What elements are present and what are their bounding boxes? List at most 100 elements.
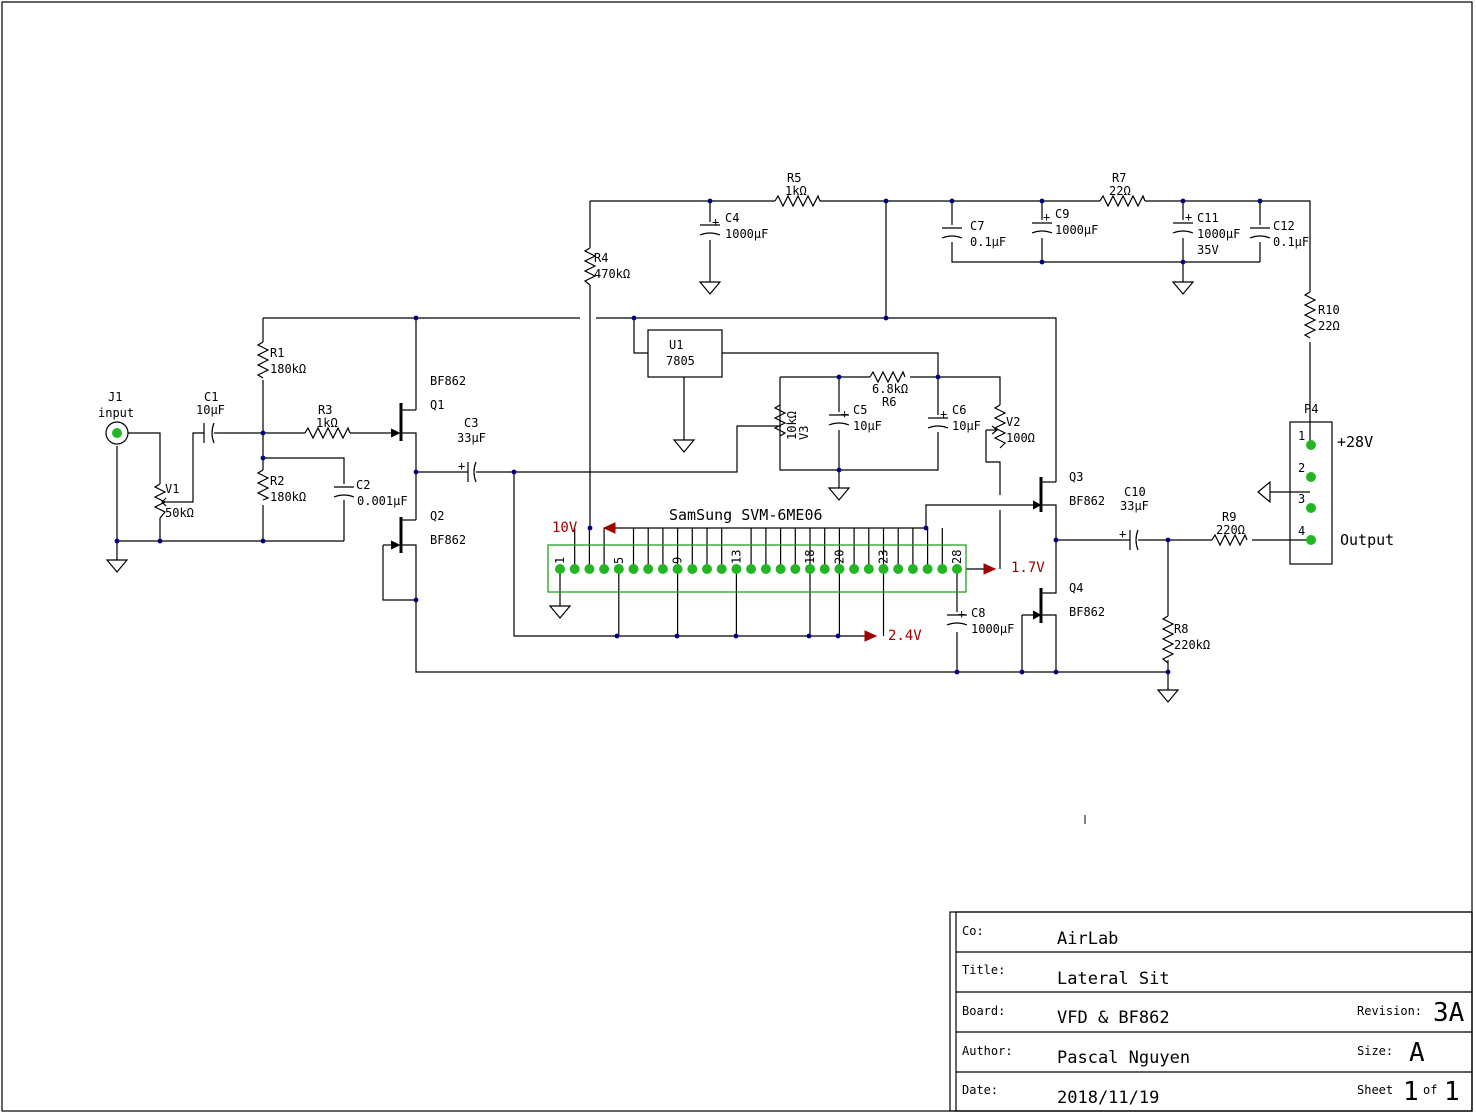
c8-value: 1000µF xyxy=(971,622,1014,636)
junction-dot xyxy=(836,374,842,380)
junction-dot xyxy=(1257,198,1263,204)
vfd-pin-number: 9 xyxy=(671,557,685,564)
c12-value: 0.1µF xyxy=(1273,235,1309,249)
tb-board-value: VFD & BF862 xyxy=(1057,1008,1170,1028)
tb-co-value: AirLab xyxy=(1057,929,1118,949)
c1-value: 10µF xyxy=(196,403,225,417)
c3-plus: + xyxy=(458,459,465,473)
resistor-symbols xyxy=(153,194,1317,664)
vfd-pad-strip xyxy=(547,544,967,593)
vfd-pad xyxy=(613,564,624,574)
p4-pin-2: 2 xyxy=(1298,461,1305,475)
c4-plus: + xyxy=(712,215,719,229)
c8-plus: + xyxy=(958,607,965,621)
c5-plus: + xyxy=(841,407,848,421)
junction-dot xyxy=(511,469,517,475)
vfd-pad xyxy=(834,564,845,574)
regulator-u1 xyxy=(647,329,723,378)
ground-icon xyxy=(672,439,696,453)
r1-ref: R1 xyxy=(270,346,284,360)
tb-revision-value: 3A xyxy=(1433,998,1465,1028)
junction-dot xyxy=(733,633,739,639)
vfd-pad xyxy=(937,564,948,574)
junction-dot xyxy=(157,538,163,544)
q2-value: BF862 xyxy=(430,533,466,547)
v2-ref: V2 xyxy=(1006,415,1020,429)
c10-plus: + xyxy=(1119,527,1126,541)
tb-title-value: Lateral Sit xyxy=(1057,969,1170,989)
v1-value: 50kΩ xyxy=(165,506,194,520)
p4-ref: P4 xyxy=(1304,402,1318,416)
c11-plus: + xyxy=(1185,210,1192,224)
tb-co-field: Co: xyxy=(962,924,984,938)
ground-icon xyxy=(827,487,851,501)
vfd-pad xyxy=(657,564,668,574)
junction-dot xyxy=(883,315,889,321)
vfd-pad xyxy=(746,564,757,574)
junction-dot xyxy=(1180,198,1186,204)
c4-value: 1000µF xyxy=(725,227,768,241)
r7-value: 22Ω xyxy=(1109,184,1131,198)
r9-ref: R9 xyxy=(1222,510,1236,524)
q4-value: BF862 xyxy=(1069,605,1105,619)
v3-value: 10kΩ xyxy=(785,411,799,440)
junction-dot xyxy=(806,633,812,639)
vfd-pad xyxy=(819,564,830,574)
r3-value: 1kΩ xyxy=(316,416,338,430)
c7-ref: C7 xyxy=(970,219,984,233)
vfd-pin-number: 5 xyxy=(612,557,626,564)
junction-dot xyxy=(835,633,841,639)
connector-p4 xyxy=(1289,421,1333,565)
junction-dot xyxy=(1053,537,1059,543)
junction-dot xyxy=(1019,669,1025,675)
p4-pin-4: 4 xyxy=(1298,524,1305,538)
c8-ref: C8 xyxy=(971,606,985,620)
junction-dot xyxy=(631,315,637,321)
tb-date-value: 2018/11/19 xyxy=(1057,1088,1159,1108)
output-label: Output xyxy=(1340,531,1394,549)
tb-author-field: Author: xyxy=(962,1044,1013,1058)
q3-ref: Q3 xyxy=(1069,470,1083,484)
vfd-bottom-leads xyxy=(618,569,885,636)
vfd-pin-number: 28 xyxy=(950,550,964,564)
vfd-pad xyxy=(584,564,595,574)
c9-plus: + xyxy=(1043,210,1050,224)
vfd-pad xyxy=(702,564,712,574)
r7-ref: R7 xyxy=(1112,171,1126,185)
p4-ground-icon xyxy=(1257,480,1271,504)
c10-ref: C10 xyxy=(1124,485,1146,499)
tb-author-value: Pascal Nguyen xyxy=(1057,1048,1190,1068)
p4-pin-3: 3 xyxy=(1298,492,1305,506)
junction-dot xyxy=(260,455,266,461)
vfd-pad xyxy=(893,564,904,574)
q3-value: BF862 xyxy=(1069,494,1105,508)
junction-dot xyxy=(1180,259,1186,265)
c1-ref: C1 xyxy=(204,390,218,404)
c9-ref: C9 xyxy=(1055,207,1069,221)
u1-ref: U1 xyxy=(669,338,683,352)
junction-dot xyxy=(883,198,889,204)
junction-dot xyxy=(935,374,941,380)
junction-dot xyxy=(260,538,266,544)
junction-dot xyxy=(1039,198,1045,204)
c6-ref: C6 xyxy=(952,403,966,417)
ground-symbols xyxy=(105,281,1195,703)
junction-dot xyxy=(587,525,593,531)
vfd-pad xyxy=(687,564,698,574)
vfd-pad xyxy=(555,564,565,574)
vfd-pin-number: 20 xyxy=(832,550,846,564)
r2-ref: R2 xyxy=(270,474,284,488)
c4-ref: C4 xyxy=(725,211,739,225)
vfd-pads xyxy=(555,564,962,574)
c6-value: 10µF xyxy=(952,419,981,433)
tb-date-field: Date: xyxy=(962,1083,998,1097)
vfd-pad xyxy=(731,564,742,574)
tb-sheet-field: Sheet xyxy=(1357,1083,1393,1097)
jfet-symbols xyxy=(383,403,1057,628)
vfd-pin-number: 23 xyxy=(877,550,891,564)
junctions xyxy=(114,198,1263,675)
c11-rating: 35V xyxy=(1197,243,1219,257)
